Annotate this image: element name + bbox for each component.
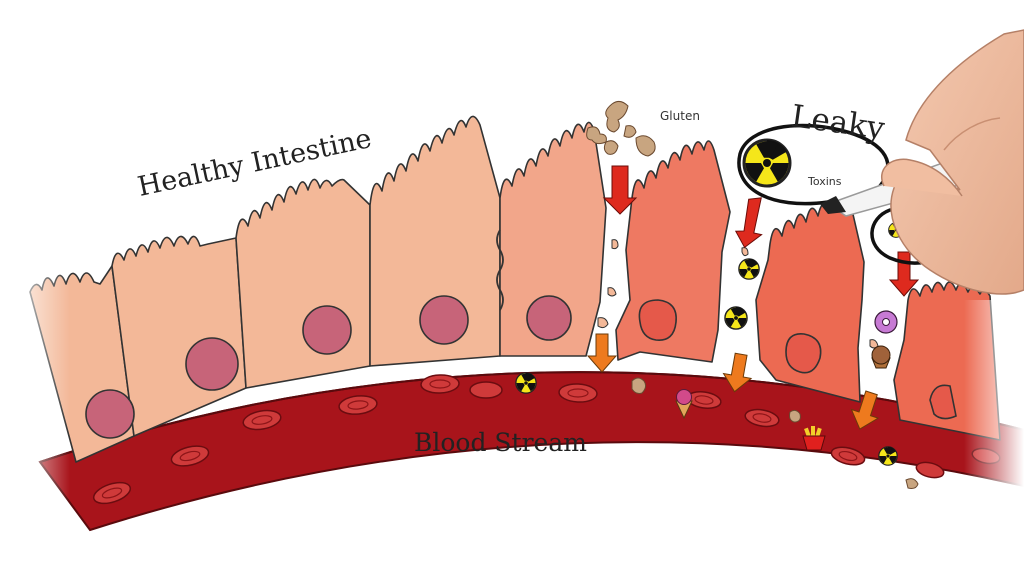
red-blood-cell bbox=[92, 481, 132, 505]
tight-junction bbox=[496, 229, 504, 311]
healthy-cell bbox=[235, 178, 371, 389]
arrows-leak bbox=[586, 333, 880, 430]
gluten-in-blood-icon bbox=[631, 377, 919, 489]
down-arrow-icon bbox=[888, 251, 920, 297]
toxin-icon bbox=[738, 258, 760, 280]
leak-debris bbox=[597, 239, 879, 349]
gluten-label: Gluten bbox=[660, 109, 700, 123]
nucleus bbox=[785, 333, 822, 374]
red-blood-cell bbox=[558, 383, 598, 403]
donut-icon bbox=[874, 310, 898, 334]
toxin-icon bbox=[724, 306, 748, 330]
ice-cream-icon bbox=[675, 389, 693, 420]
down-arrow-icon bbox=[850, 390, 880, 430]
arrows-gluten bbox=[602, 165, 920, 297]
gluten-icon bbox=[586, 100, 656, 157]
transition-cell bbox=[499, 121, 607, 357]
nucleus bbox=[638, 299, 677, 341]
red-blood-cell bbox=[338, 395, 378, 415]
french-fries-icon bbox=[802, 426, 826, 451]
down-arrow-icon bbox=[734, 197, 763, 249]
nucleus bbox=[419, 295, 469, 345]
red-blood-cell bbox=[469, 381, 503, 399]
red-blood-cell bbox=[830, 446, 866, 466]
red-blood-cell bbox=[915, 461, 945, 479]
nucleus bbox=[185, 337, 239, 391]
red-blood-cell bbox=[420, 374, 460, 394]
nucleus bbox=[929, 384, 957, 420]
nucleus bbox=[526, 295, 572, 341]
healthy-cell bbox=[369, 115, 501, 367]
toxins-label: Toxins bbox=[807, 175, 842, 188]
red-blood-cell bbox=[744, 408, 780, 428]
red-blood-cell bbox=[242, 409, 282, 431]
nucleus bbox=[302, 305, 352, 355]
red-blood-cell bbox=[170, 445, 210, 467]
nuclei bbox=[85, 295, 957, 439]
down-arrow-icon bbox=[586, 333, 618, 373]
blood-stream-label: Blood Stream bbox=[414, 428, 587, 457]
leaky-label: Leaky bbox=[789, 98, 887, 147]
red-blood-cells bbox=[92, 374, 1001, 505]
down-arrow-icon bbox=[602, 165, 638, 215]
muffin-icon bbox=[871, 345, 891, 369]
down-arrow-icon bbox=[722, 352, 753, 393]
hand-with-marker-icon bbox=[820, 29, 1024, 295]
nucleus bbox=[85, 389, 135, 439]
